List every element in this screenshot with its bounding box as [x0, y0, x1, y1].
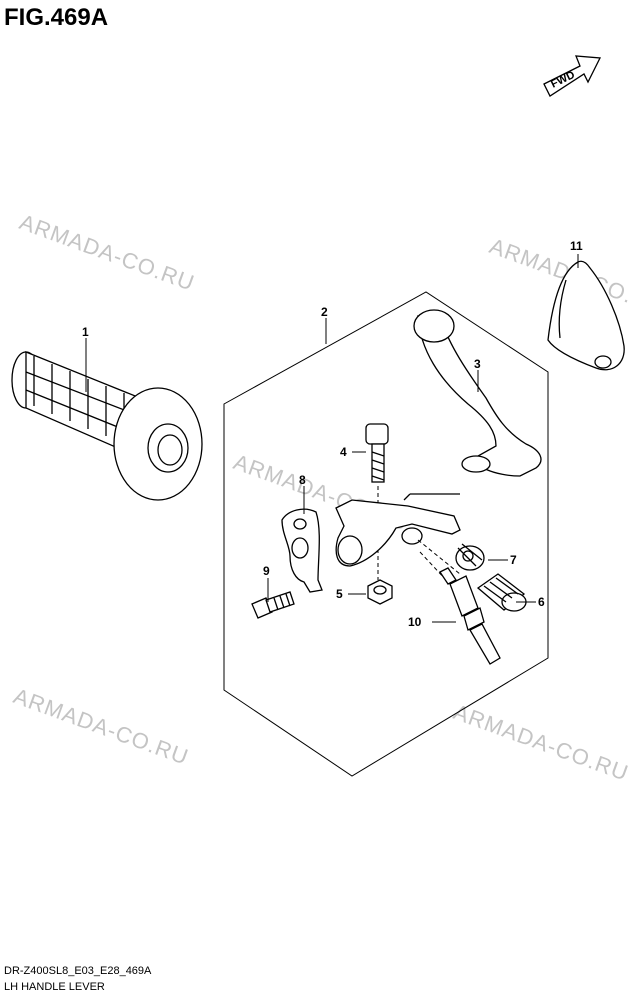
- handlebar-grip-icon: [11, 351, 203, 501]
- figure-name: LH HANDLE LEVER: [4, 981, 105, 993]
- watermarks: ARMADA-CO.RU ARMADA-CO.RU ARMADA-CO.RU A…: [10, 209, 628, 786]
- callout-6: 6: [538, 595, 545, 609]
- callout-10: 10: [408, 615, 422, 629]
- lever-holder-icon: [335, 493, 461, 567]
- callout-8: 8: [299, 473, 306, 487]
- lever-assembly-group-icon: [223, 291, 549, 777]
- clamp-bracket-icon: [281, 508, 323, 593]
- leader-lines: [85, 254, 579, 623]
- callout-7: 7: [510, 553, 517, 567]
- figure-title: FIG.469A: [4, 4, 109, 31]
- callout-11: 11: [570, 239, 583, 253]
- watermark-text: ARMADA-CO.RU: [10, 683, 192, 770]
- pivot-bolt-icon: [365, 423, 389, 483]
- figure-code: DR-Z400SL8_E03_E28_469A: [4, 965, 152, 977]
- clutch-switch-icon: [439, 567, 501, 665]
- callout-9: 9: [263, 564, 270, 578]
- clamp-bolt-icon: [251, 591, 295, 619]
- callout-2: 2: [321, 305, 328, 319]
- fwd-arrow-icon: FWD: [543, 55, 602, 97]
- lock-nut-icon: [455, 543, 485, 571]
- callouts: 1 2 3 4 5 6 7 8 9 10 11: [82, 239, 583, 629]
- callout-5: 5: [336, 587, 343, 601]
- watermark-text: ARMADA-CO.RU: [450, 699, 628, 786]
- lever-cover-icon: [547, 260, 625, 371]
- callout-3: 3: [474, 357, 481, 371]
- clutch-lever-icon: [413, 309, 542, 477]
- hex-nut-icon: [367, 579, 393, 605]
- callout-4: 4: [340, 445, 347, 459]
- watermark-text: ARMADA-CO.RU: [16, 209, 198, 296]
- callout-1: 1: [82, 325, 89, 339]
- adjuster-bolt-icon: [476, 573, 527, 612]
